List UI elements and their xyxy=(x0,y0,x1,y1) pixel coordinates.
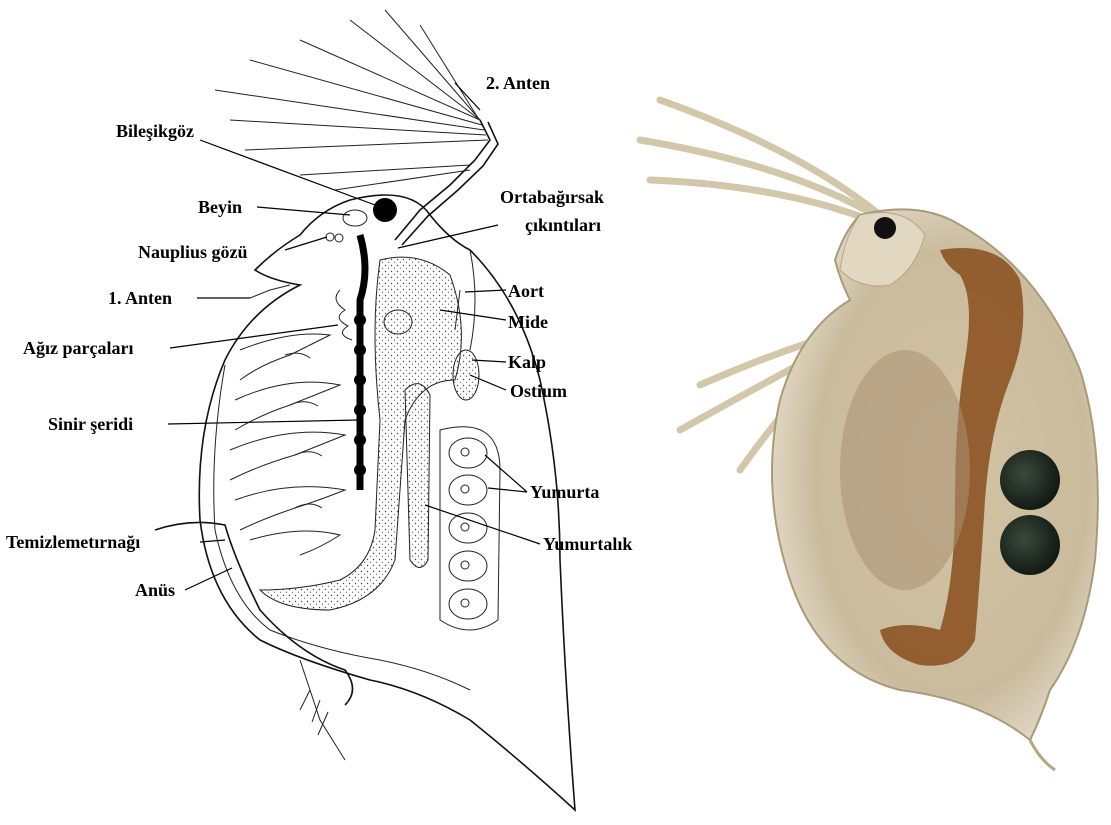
label-nauplius-gozu: Nauplius gözü xyxy=(138,242,248,262)
label-sinir-seridi: Sinir şeridi xyxy=(48,414,133,434)
label-ortabagirsak-line2: çıkıntıları xyxy=(525,215,601,235)
photo-compound-eye xyxy=(874,217,896,239)
label-ortabagirsak-line1: Ortabağırsak xyxy=(500,187,604,207)
label-1-anten: 1. Anten xyxy=(108,288,172,308)
label-kalp: Kalp xyxy=(508,352,546,372)
label-anus: Anüs xyxy=(135,580,175,600)
label-ostium: Ostium xyxy=(510,381,567,401)
photo-egg-lower xyxy=(1000,515,1060,575)
label-yumurta: Yumurta xyxy=(530,482,599,502)
daphnia-photo xyxy=(640,100,1098,770)
label-agiz-parcalari: Ağız parçaları xyxy=(23,338,133,358)
daphnia-drawing xyxy=(155,10,575,810)
label-bilesikgoz: Bileşikgöz xyxy=(116,121,194,141)
label-temizleme-tirnagi: Temizlemetırnağı xyxy=(6,532,140,552)
label-yumurtalik: Yumurtalık xyxy=(543,534,632,554)
label-beyin: Beyin xyxy=(198,197,242,217)
compound-eye-drawing xyxy=(373,198,397,222)
label-2-anten: 2. Anten xyxy=(486,73,550,93)
label-mide: Mide xyxy=(508,312,548,332)
diagram-labels: 2. Anten Bileşikgöz Beyin Ortabağırsak ç… xyxy=(6,73,632,600)
label-leader-lines xyxy=(168,83,540,590)
heart-drawing xyxy=(453,350,479,400)
nerve-cord-drawing xyxy=(360,235,365,490)
thoracic-legs-drawing xyxy=(230,334,345,555)
eggs-drawing xyxy=(449,438,487,619)
photo-egg-upper xyxy=(1000,450,1060,510)
label-aort: Aort xyxy=(508,281,544,301)
